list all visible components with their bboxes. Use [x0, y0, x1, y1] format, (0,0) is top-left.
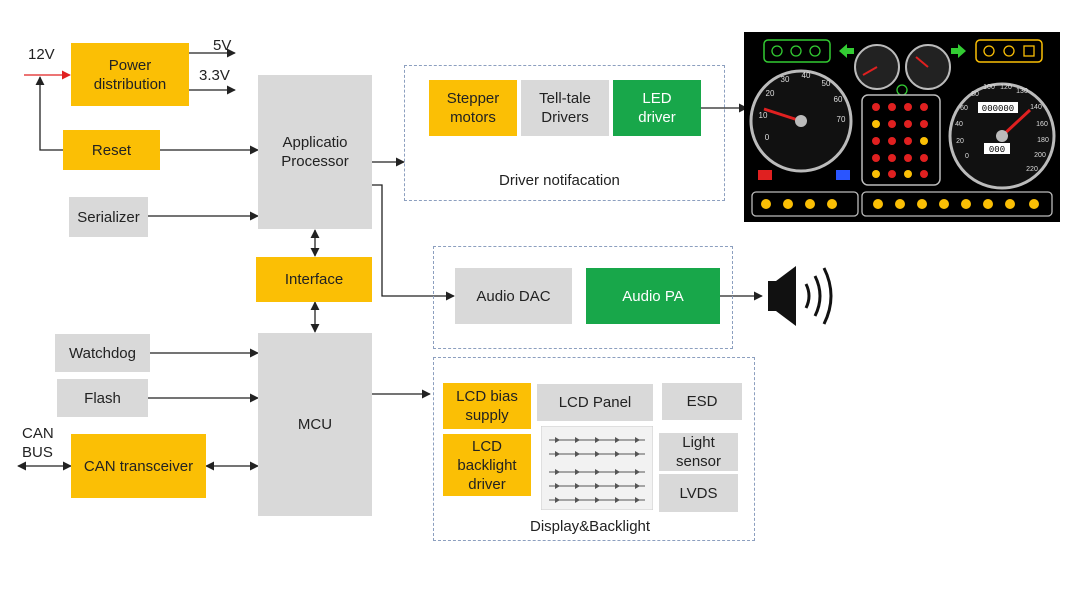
reset-block: Reset [63, 130, 160, 170]
speedo-tick-label: 200 [1034, 152, 1046, 159]
label-12v: 12V [28, 46, 55, 63]
flash-block: Flash [57, 379, 148, 417]
speedo-tick-label: 160 [1036, 121, 1048, 128]
tach-tick-label: 20 [766, 89, 775, 98]
indicator-icon [1003, 45, 1015, 57]
stepper-motors-block: Stepper motors [429, 80, 517, 136]
audio-dac-block: Audio DAC [455, 268, 572, 324]
tach-tick-label: 70 [837, 115, 846, 124]
top-left-indicator-panel [763, 39, 831, 63]
label-5v: 5V [213, 37, 232, 54]
serializer-block: Serializer [69, 197, 148, 237]
speedo-tick-label: 0 [965, 153, 969, 160]
lamp-icon [836, 170, 850, 180]
esd-block: ESD [662, 383, 742, 420]
tach-tick-label: 60 [834, 95, 843, 104]
audio-pa-block: Audio PA [586, 268, 720, 324]
odometer-display [978, 102, 1018, 113]
led-driver-block: LED driver [613, 80, 701, 136]
odometer-value: 000000 [982, 104, 1014, 114]
speedo-tick-label: 20 [956, 138, 964, 145]
indicator-icon [983, 45, 995, 57]
speedo-tick-label: 130 [1016, 88, 1028, 95]
indicator-icon [896, 84, 908, 96]
indicator-icon [771, 45, 783, 57]
speedo-tick-label: 40 [955, 121, 963, 128]
display-backlight-label: Display&Backlight [530, 518, 651, 535]
bottom-left-indicator-panel [751, 191, 859, 217]
telltale-drivers-block: Tell-tale Drivers [521, 80, 609, 136]
bottom-right-indicator-panel [861, 191, 1053, 217]
application-processor-block: Applicatio Processor [258, 75, 372, 229]
display-backlight-group [433, 357, 755, 541]
tach-tick-label: 50 [822, 79, 831, 88]
speedo-tick-label: 120 [1000, 84, 1012, 91]
lvds-block: LVDS [659, 474, 738, 512]
speedo-tick-label: 60 [960, 105, 968, 112]
driver-notification-group [404, 65, 725, 201]
indicator-icon [1023, 45, 1035, 57]
warning-lamp-icons [872, 103, 928, 178]
interface-block: Interface [256, 257, 372, 302]
speedo-tick-label: 220 [1026, 166, 1038, 173]
label-can-bus: CAN BUS [22, 425, 54, 461]
speedo-tick-label: 140 [1030, 104, 1042, 111]
lamp-icon [758, 170, 772, 180]
indicator-icon [790, 45, 802, 57]
indicator-icon [809, 45, 821, 57]
driver-notification-label: Driver notifacation [499, 172, 620, 189]
lcd-backlight-driver-block: LCD backlight driver [443, 434, 531, 496]
label-3-3v: 3.3V [199, 67, 230, 84]
lcd-bias-supply-block: LCD bias supply [443, 383, 531, 429]
mcu-block: MCU [258, 333, 372, 516]
trip-display [984, 143, 1010, 154]
tach-tick-label: 10 [759, 111, 768, 120]
top-right-indicator-panel [975, 39, 1043, 63]
speaker-icon [768, 266, 833, 326]
tach-tick-label: 30 [781, 75, 790, 84]
instrument-cluster-graphic: 0 10 20 30 40 50 60 70 000000 000 0 20 [749, 39, 1056, 217]
light-sensor-block: Light sensor [659, 433, 738, 471]
speedo-tick-label: 180 [1037, 137, 1049, 144]
tach-tick-label: 40 [802, 71, 811, 80]
turn-right-icon [951, 44, 966, 58]
lcd-panel-block: LCD Panel [537, 384, 653, 421]
tach-tick-label: 0 [765, 133, 770, 142]
can-transceiver-block: CAN transceiver [71, 434, 206, 498]
speedo-tick-label: 100 [983, 84, 995, 91]
arrow-reset-feedback [35, 76, 63, 151]
power-distribution-block: Power distribution [71, 43, 189, 106]
audio-group [433, 246, 733, 349]
watchdog-block: Watchdog [55, 334, 150, 372]
warning-lamps-panel [861, 94, 941, 186]
speedo-tick-label: 80 [971, 91, 979, 98]
led-array-image [541, 426, 653, 510]
arrow-ap-to-audio-dac [372, 184, 455, 301]
turn-left-icon [839, 44, 854, 58]
instrument-cluster-image: 0 10 20 30 40 50 60 70 000000 000 0 20 [744, 32, 1060, 222]
trip-value: 000 [989, 145, 1005, 155]
